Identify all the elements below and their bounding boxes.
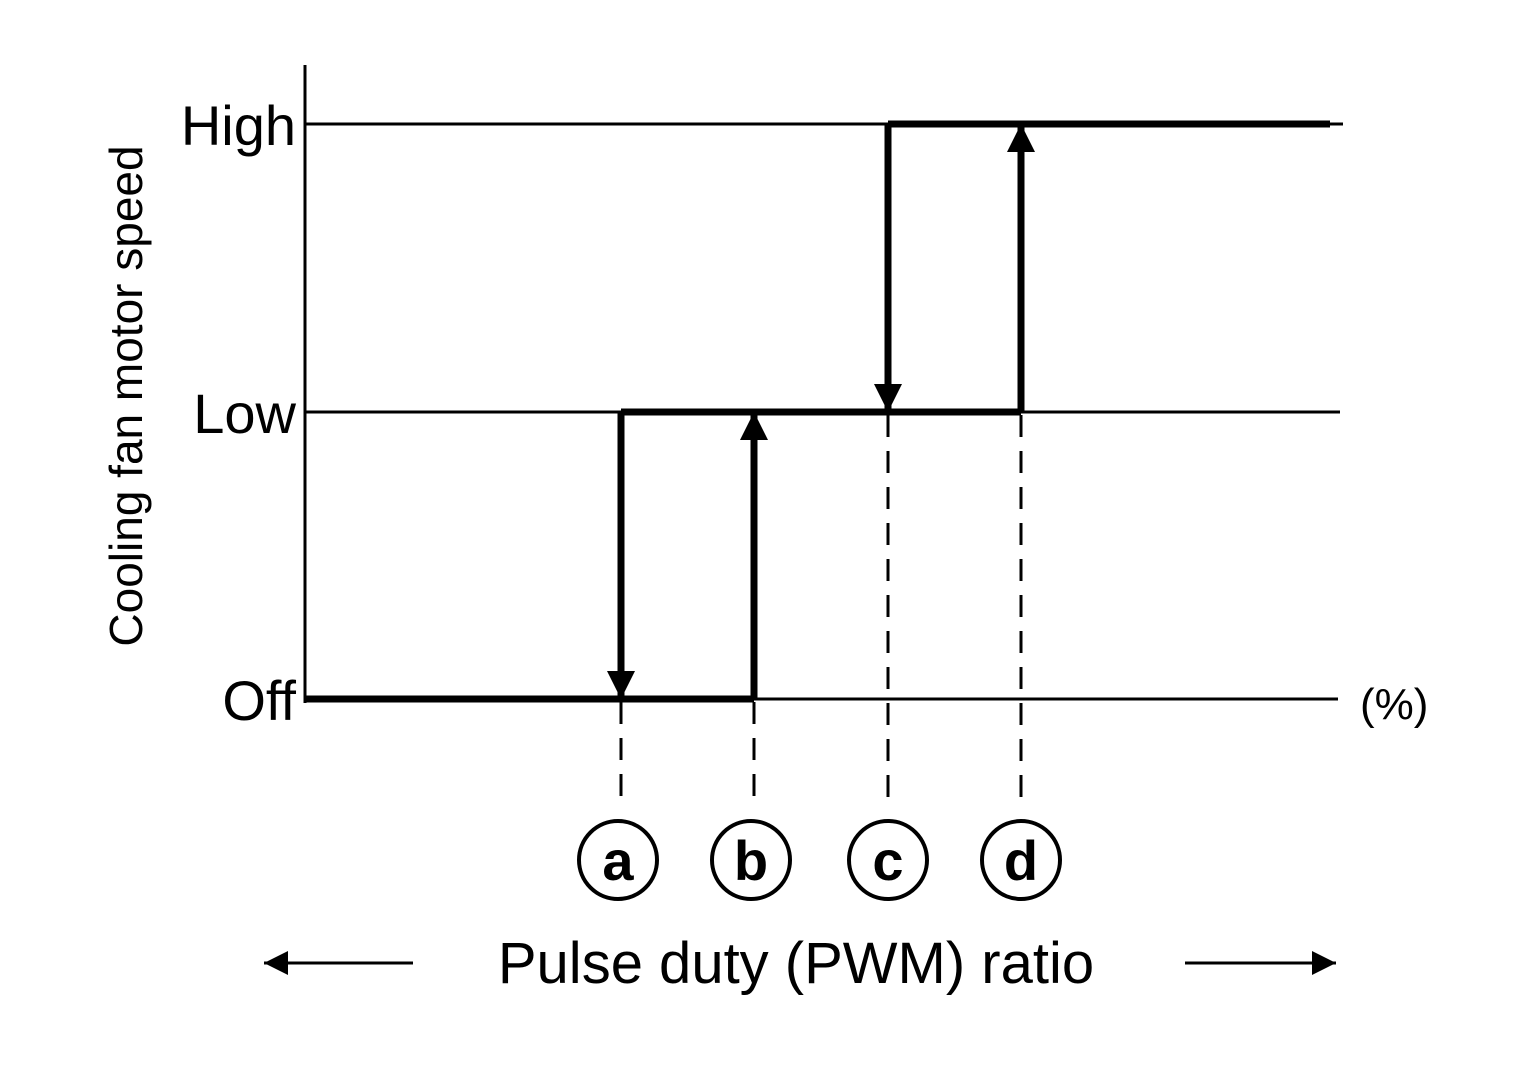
x-axis-title: Pulse duty (PWM) ratio [498, 931, 1094, 996]
level-label-off: Off [222, 669, 296, 732]
marker-c: c [847, 819, 929, 901]
level-label-high: High [181, 94, 296, 157]
marker-d-label: d [1004, 829, 1038, 892]
marker-a-label: a [602, 829, 634, 892]
marker-a: a [577, 819, 659, 901]
marker-d: d [980, 819, 1062, 901]
marker-b-label: b [734, 829, 768, 892]
marker-b: b [710, 819, 792, 901]
unit-label: (%) [1360, 680, 1428, 729]
y-axis-title: Cooling fan motor speed [100, 145, 152, 646]
marker-c-label: c [872, 829, 903, 892]
level-label-low: Low [193, 382, 296, 445]
